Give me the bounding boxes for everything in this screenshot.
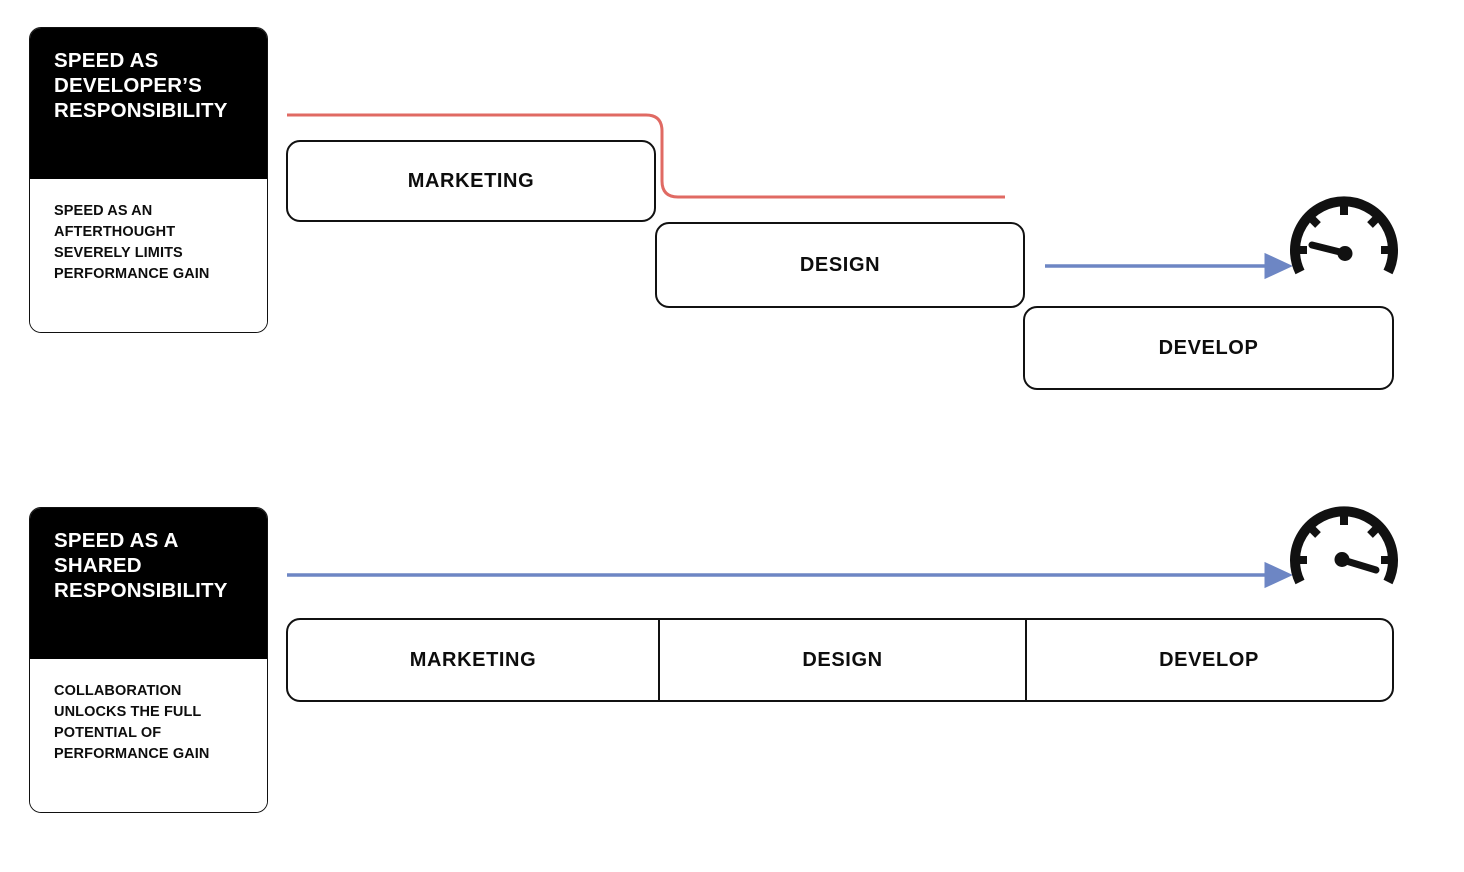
stage-label: MARKETING — [409, 648, 537, 671]
stage-label: DEVELOP — [1158, 336, 1259, 359]
stage-segment-marketing[interactable]: MARKETING — [288, 620, 658, 700]
card-header: SPEED AS A SHARED RESPONSIBILITY — [30, 508, 267, 659]
card-heading-text: SPEED AS A SHARED RESPONSIBILITY — [54, 529, 228, 602]
card-body: SPEED AS AN AFTERTHOUGHT SEVERELY LIMITS… — [30, 179, 267, 332]
card-body-text: COLLABORATION UNLOCKS THE FULL POTENTIAL… — [54, 683, 210, 763]
card-developer-responsibility: SPEED AS DEVELOPER’S RESPONSIBILITY SPEE… — [29, 27, 268, 333]
stage-box-develop-staggered[interactable]: DEVELOP — [1023, 306, 1394, 390]
joined-stage-bar: MARKETING DESIGN DEVELOP — [286, 618, 1394, 702]
card-body-text: SPEED AS AN AFTERTHOUGHT SEVERELY LIMITS… — [54, 203, 210, 283]
stage-box-design-staggered[interactable]: DESIGN — [655, 222, 1025, 308]
card-header: SPEED AS DEVELOPER’S RESPONSIBILITY — [30, 28, 267, 179]
stage-label: DESIGN — [799, 253, 881, 276]
stage-label: MARKETING — [407, 169, 535, 192]
card-body: COLLABORATION UNLOCKS THE FULL POTENTIAL… — [30, 659, 267, 812]
stage-label: DESIGN — [802, 648, 883, 671]
speedometer-low-icon — [1290, 196, 1398, 275]
stage-box-marketing-staggered[interactable]: MARKETING — [286, 140, 656, 222]
stage-segment-develop[interactable]: DEVELOP — [1025, 620, 1391, 700]
stage-segment-design[interactable]: DESIGN — [658, 620, 1025, 700]
speedometer-high-icon — [1290, 506, 1398, 585]
stage-label: DEVELOP — [1159, 648, 1259, 671]
card-shared-responsibility: SPEED AS A SHARED RESPONSIBILITY COLLABO… — [29, 507, 268, 813]
card-heading-text: SPEED AS DEVELOPER’S RESPONSIBILITY — [54, 49, 228, 122]
